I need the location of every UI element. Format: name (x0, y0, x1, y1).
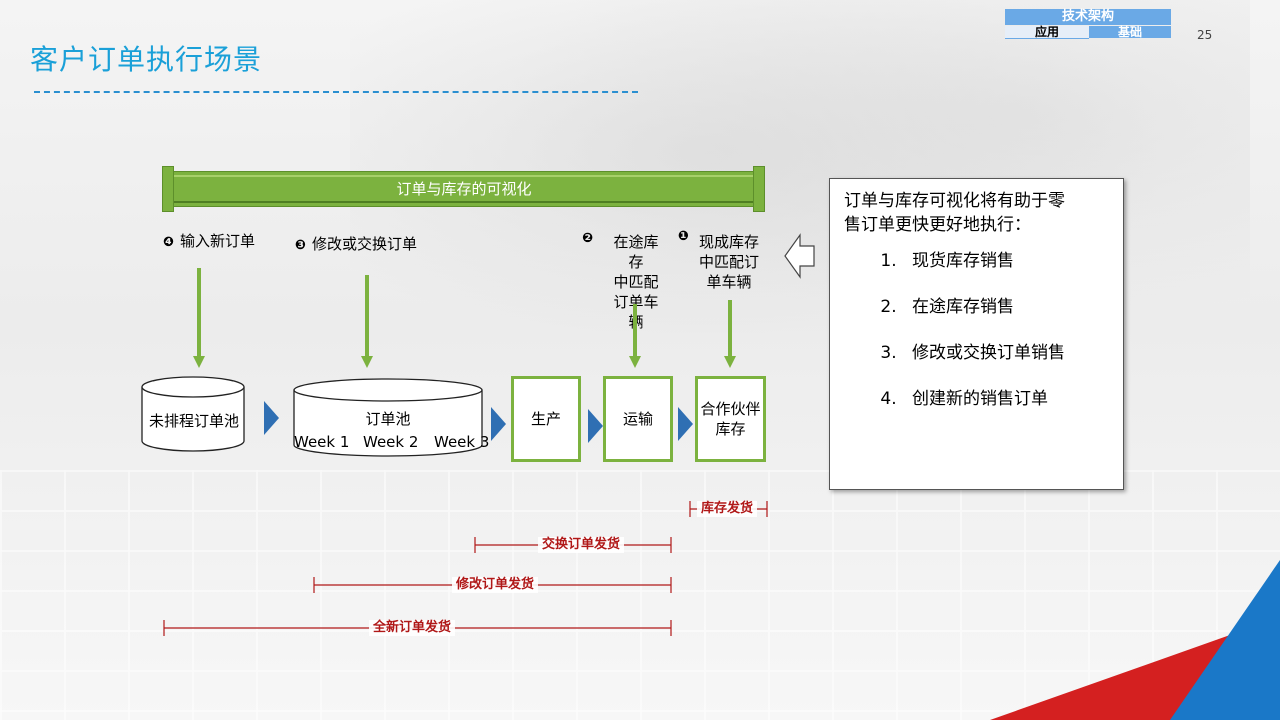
section-tag-app: 应用 (1005, 26, 1089, 39)
span-label-exchange: 交换订单发货 (538, 537, 625, 553)
down-arrow-head (724, 356, 736, 368)
info-box-item: 在途库存销售 (902, 295, 1109, 319)
order-pool-week-3: Week 3 (434, 433, 490, 451)
info-box-item: 修改或交换订单销售 (902, 341, 1109, 365)
section-tag-top: 技术架构 (1005, 9, 1171, 25)
down-arrow-shaft (728, 300, 732, 358)
order-pool-week-1: Week 1 (294, 433, 350, 451)
step-2-line: 在途库 (613, 233, 659, 251)
step-3-label: 修改或交换订单 (312, 235, 418, 253)
page-number: 25 (1197, 28, 1213, 42)
step-2-line: 订单车 (613, 293, 659, 311)
section-tag-infra: 基础 (1089, 26, 1171, 38)
info-box-list: 现货库存销售 在途库存销售 修改或交换订单销售 创建新的销售订单 (844, 249, 1109, 411)
span-label-new: 全新订单发货 (369, 620, 456, 636)
info-box: 订单与库存可视化将有助于零 售订单更快更好地执行： 现货库存销售 在途库存销售 … (829, 178, 1124, 490)
hollow-left-arrow (784, 233, 815, 279)
step-2-number-wrap: ❷ (582, 228, 599, 246)
info-box-heading: 订单与库存可视化将有助于零 售订单更快更好地执行： (844, 189, 1109, 237)
step-3: ❸ 修改或交换订单 (295, 233, 417, 254)
down-arrow-shaft (633, 304, 637, 358)
step-1-number: ❶ (678, 229, 690, 244)
cylinder-order-pool (293, 378, 483, 457)
unscheduled-pool-label: 未排程订单池 (148, 412, 239, 430)
down-arrow-head (629, 356, 641, 368)
flow-arrow (678, 407, 693, 441)
step-3-number: ❸ (295, 238, 307, 253)
down-arrow-shaft (365, 275, 369, 358)
visibility-bar: 订单与库存的可视化 (163, 171, 765, 207)
order-pool-week-2: Week 2 (363, 433, 419, 451)
span-label-inventory: 库存发货 (697, 501, 758, 517)
order-pool-title: 订单池 (365, 410, 411, 428)
grid-floor-background (0, 470, 1280, 720)
step-4: ❹ 输入新订单 (163, 230, 255, 251)
transport-box: 运输 (603, 376, 673, 462)
transport-label: 运输 (622, 410, 653, 428)
step-1-line: 现成库存 (698, 233, 759, 251)
partner-inventory-box: 合作伙伴 库存 (695, 376, 766, 462)
flow-arrow (588, 409, 603, 443)
down-arrow-shaft (197, 268, 201, 358)
visibility-bar-cap-left (162, 166, 174, 212)
corner-blue-shape (1170, 560, 1280, 720)
flow-arrow (264, 401, 279, 435)
step-2-line: 中匹配 (613, 273, 659, 291)
step-2-line: 存 (628, 253, 644, 271)
partner-inventory-line: 库存 (715, 420, 746, 438)
page-title: 客户订单执行场景 (30, 43, 263, 76)
visibility-bar-cap-right (753, 166, 765, 212)
info-box-heading-line: 订单与库存可视化将有助于零 (844, 191, 1065, 211)
span-label-modify: 修改订单发货 (452, 577, 539, 593)
production-box: 生产 (511, 376, 581, 462)
step-1-line: 单车辆 (706, 273, 752, 291)
production-label: 生产 (530, 410, 561, 428)
visibility-bar-label: 订单与库存的可视化 (174, 175, 754, 203)
info-box-item: 创建新的销售订单 (902, 387, 1109, 411)
step-2-label: 在途库 存 中匹配 订单车 辆 (600, 232, 672, 332)
down-arrow-head (361, 356, 373, 368)
step-1-line: 中匹配订 (698, 253, 759, 271)
partner-inventory-line: 合作伙伴 (700, 400, 761, 418)
flow-arrow (491, 407, 506, 441)
step-4-number: ❹ (163, 235, 175, 250)
step-2-number: ❷ (582, 231, 594, 246)
info-box-heading-line: 售订单更快更好地执行： (844, 215, 1031, 235)
step-1-number-wrap: ❶ (678, 226, 695, 244)
step-4-label: 输入新订单 (180, 232, 256, 250)
step-1-label: 现成库存 中匹配订 单车辆 (692, 232, 766, 292)
info-box-item: 现货库存销售 (902, 249, 1109, 273)
title-divider (34, 91, 638, 93)
down-arrow-head (193, 356, 205, 368)
cylinder-unscheduled (141, 376, 245, 452)
